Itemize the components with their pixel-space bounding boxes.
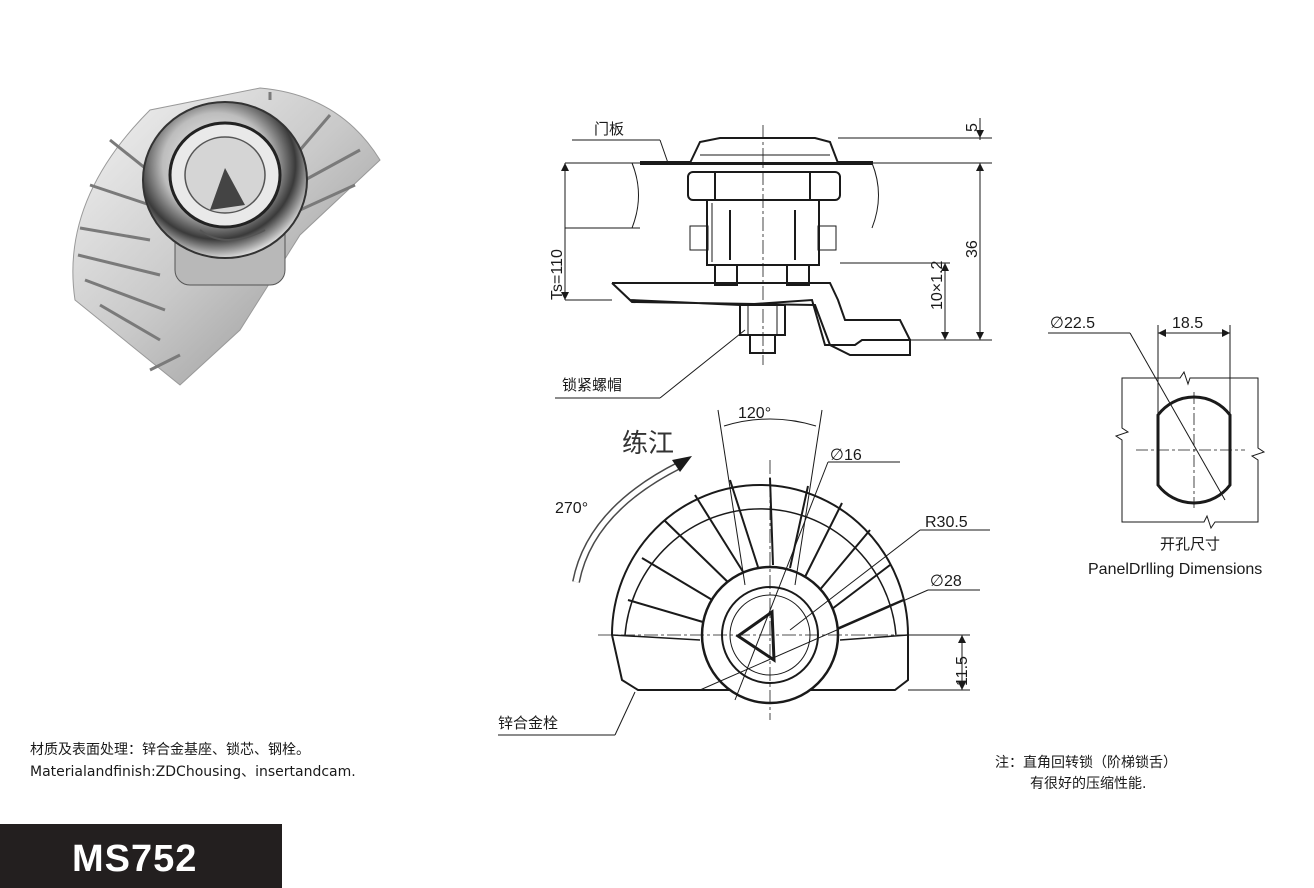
front-view xyxy=(498,409,990,736)
lock-nut-label: 锁紧螺帽 xyxy=(562,376,622,394)
model-badge xyxy=(0,824,282,888)
height-label: 11.5 xyxy=(954,656,971,686)
product-photo xyxy=(72,87,381,386)
material-note-cn: 材质及表面处理：锌合金基座、锁芯、钢栓。 xyxy=(30,742,310,758)
cam-label: 锌合金栓 xyxy=(498,714,558,732)
dim-ts: Ts=110 xyxy=(549,249,566,300)
cutout-title-cn: 开孔尺寸 xyxy=(1160,535,1220,553)
feature-note-line2: 有很好的压缩性能. xyxy=(1030,776,1147,792)
radius-label: R30.5 xyxy=(925,514,968,531)
panel-cutout xyxy=(1048,325,1266,530)
door-panel-label: 门板 xyxy=(594,120,624,138)
angle-label: 120° xyxy=(738,405,771,422)
feature-note-line1: 注：直角回转锁（阶梯锁舌） xyxy=(995,755,1177,771)
model-number: MS752 xyxy=(72,838,198,880)
cutout-title-en: PanelDrlling Dimensions xyxy=(1088,561,1262,578)
brand-label: 练江 xyxy=(622,429,674,459)
side-view xyxy=(555,118,992,399)
rotation-label: 270° xyxy=(555,500,588,517)
dia-small-label: ∅16 xyxy=(830,447,862,464)
dim-top: 5 xyxy=(964,123,981,132)
dia-large-label: ∅28 xyxy=(930,573,962,590)
cutout-flat-label: 18.5 xyxy=(1172,315,1203,332)
cutout-dia-label: ∅22.5 xyxy=(1050,315,1095,332)
dim-total: 36 xyxy=(964,240,981,258)
dim-thread: 10×1.2 xyxy=(929,261,946,310)
material-note-en: Materialandfinish:ZDChousing、insertandca… xyxy=(30,764,356,780)
